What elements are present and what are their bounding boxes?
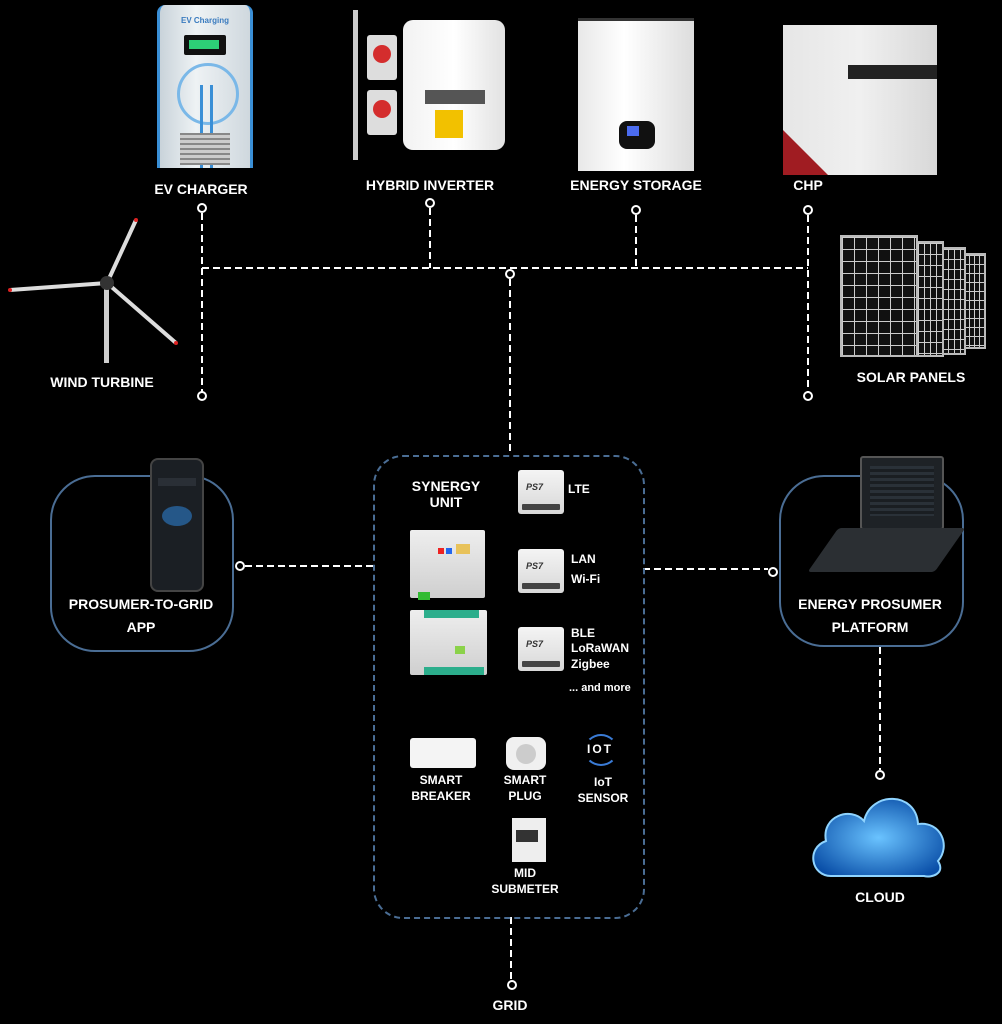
- mid-submeter-line2: SUBMETER: [491, 882, 559, 896]
- laptop-image: [860, 456, 944, 530]
- hybrid-inverter-image: [345, 10, 505, 165]
- app-box[interactable]: [50, 475, 234, 652]
- node-bus: [505, 269, 515, 279]
- smart-breaker-image: [410, 738, 476, 768]
- node-app: [235, 561, 245, 571]
- smart-plug-label: SMART PLUG: [504, 772, 547, 804]
- solar-panels-image: [840, 235, 986, 357]
- app-label-line2: APP: [126, 619, 156, 635]
- iot-icon-text: IOT: [587, 742, 613, 756]
- synergy-unit-box: [373, 455, 645, 919]
- platform-label-line2: PLATFORM: [831, 619, 909, 635]
- node-storage: [631, 205, 641, 215]
- ps7-logo: PS7: [526, 561, 544, 571]
- node-inverter: [425, 198, 435, 208]
- mid-submeter-line1: MID: [514, 866, 536, 880]
- node-chp: [803, 205, 813, 215]
- gateway-lan-label: LAN: [571, 552, 596, 566]
- ev-charger-brand: EV Charging: [180, 16, 229, 25]
- chp-image: [783, 25, 937, 175]
- gateway-zigbee-label: Zigbee: [571, 657, 610, 671]
- iot-sensor-label: IoT SENSOR: [578, 774, 629, 806]
- node-solar: [803, 391, 813, 401]
- hybrid-inverter-label: HYBRID INVERTER: [365, 177, 495, 193]
- smart-plug-image: [506, 737, 546, 770]
- platform-label-line1: ENERGY PROSUMER: [798, 596, 942, 612]
- gateway-lorawan-label: LoRaWAN: [571, 641, 629, 655]
- node-ev: [197, 203, 207, 213]
- chp-label: CHP: [793, 177, 823, 193]
- iot-sensor-line2: SENSOR: [577, 791, 629, 805]
- ps7-logo: PS7: [526, 639, 544, 649]
- mid-submeter-label: MID SUBMETER: [491, 865, 558, 897]
- mid-submeter-image: [512, 818, 546, 862]
- ps7-lte-gateway: PS7: [518, 470, 564, 514]
- ps7-logo: PS7: [526, 482, 544, 492]
- solar-panels-label: SOLAR PANELS: [856, 369, 966, 385]
- platform-label: ENERGY PROSUMER PLATFORM: [798, 596, 942, 642]
- smart-plug-line2: PLUG: [508, 789, 542, 803]
- ev-charger-label: EV CHARGER: [154, 181, 248, 197]
- gateway-wifi-label: Wi-Fi: [571, 572, 601, 586]
- cloud-label: CLOUD: [855, 889, 905, 905]
- grid-label: GRID: [492, 997, 528, 1013]
- node-platform: [768, 567, 778, 577]
- wind-turbine-image: [8, 218, 178, 363]
- gateway-ble-label: BLE: [571, 626, 595, 640]
- wind-turbine-label: WIND TURBINE: [50, 374, 154, 390]
- ps7-wireless-gateway: PS7: [518, 627, 564, 671]
- ps7-lan-gateway: PS7: [518, 549, 564, 593]
- node-cloud: [875, 770, 885, 780]
- smart-breaker-line1: SMART: [419, 773, 463, 787]
- app-label: PROSUMER-TO-GRID APP: [69, 596, 213, 642]
- and-more-label: ... and more: [569, 682, 631, 694]
- smart-breaker-line2: BREAKER: [411, 789, 471, 803]
- cloud-icon: [812, 797, 945, 878]
- synergy-title-line1: SYNERGY: [411, 478, 481, 494]
- synergy-title-line2: UNIT: [429, 494, 463, 510]
- ev-charger-image: EV Charging: [157, 5, 253, 168]
- phone-image: [150, 458, 204, 592]
- synergy-io-module-image: [410, 610, 487, 675]
- iot-sensor-line1: IoT: [594, 775, 612, 789]
- iot-sensor-icon: IOT: [580, 734, 620, 766]
- app-label-line1: PROSUMER-TO-GRID: [68, 596, 214, 612]
- energy-storage-label: ENERGY STORAGE: [570, 177, 702, 193]
- smart-plug-line1: SMART: [503, 773, 547, 787]
- smart-breaker-label: SMART BREAKER: [411, 772, 470, 804]
- gateway-lte-label: LTE: [568, 482, 590, 496]
- synergy-controller-image: [410, 530, 485, 600]
- node-grid: [507, 980, 517, 990]
- energy-storage-image: [578, 18, 694, 171]
- node-wind: [197, 391, 207, 401]
